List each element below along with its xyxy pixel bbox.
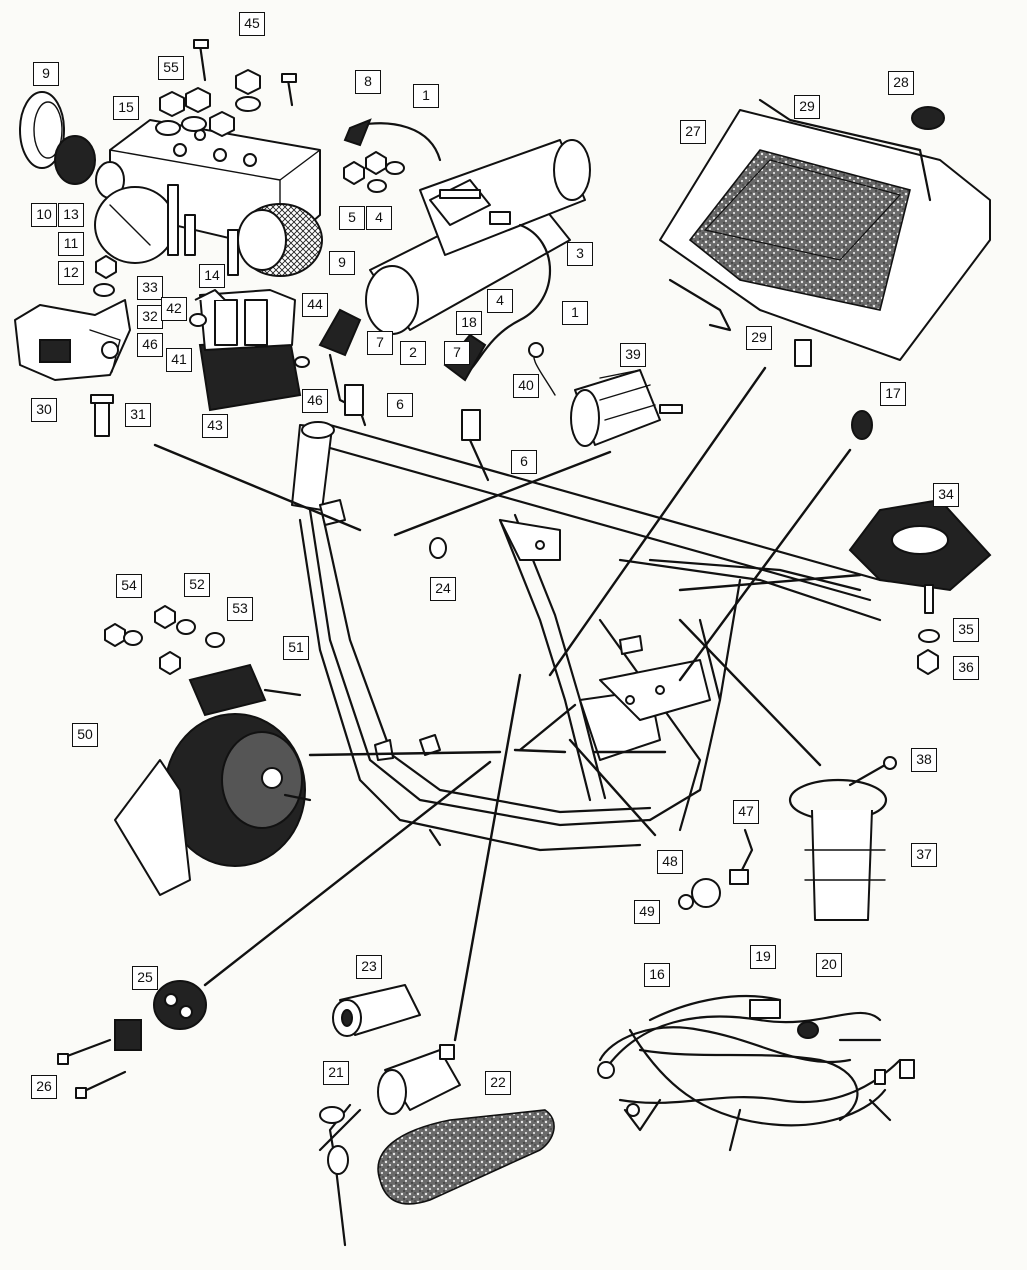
- washer-24: [429, 537, 447, 559]
- callout-6b: 6: [511, 450, 537, 474]
- grommet-28: [911, 106, 945, 130]
- callout-46: 46: [137, 333, 163, 357]
- callout-24: 24: [430, 577, 456, 601]
- condenser: [528, 342, 683, 447]
- callout-13: 13: [58, 203, 84, 227]
- horn-assembly: [104, 605, 312, 896]
- callout-35: 35: [953, 618, 979, 642]
- callout-26: 26: [31, 1075, 57, 1099]
- callout-18: 18: [456, 311, 482, 335]
- callout-7b: 7: [444, 341, 470, 365]
- callout-8: 8: [355, 70, 381, 94]
- callout-32: 32: [137, 305, 163, 329]
- callout-1b: 1: [562, 301, 588, 325]
- callout-1: 1: [413, 84, 439, 108]
- callout-4b: 4: [487, 289, 513, 313]
- callout-12: 12: [58, 261, 84, 285]
- callout-53: 53: [227, 597, 253, 621]
- callout-48: 48: [657, 850, 683, 874]
- ignition-coils: [318, 118, 591, 482]
- leader-lines: [153, 366, 862, 1042]
- battery-carrier: [659, 98, 991, 367]
- callout-41: 41: [166, 348, 192, 372]
- callout-49: 49: [634, 900, 660, 924]
- callout-14: 14: [199, 264, 225, 288]
- callout-45: 45: [239, 12, 265, 36]
- harness-connectors: [597, 999, 915, 1117]
- callout-44: 44: [302, 293, 328, 317]
- callout-38: 38: [911, 748, 937, 772]
- callout-10: 10: [31, 203, 57, 227]
- lock-barrel-23: [332, 984, 421, 1037]
- callout-51: 51: [283, 636, 309, 660]
- callout-9b: 9: [329, 251, 355, 275]
- switch-47-49: [678, 828, 754, 910]
- callout-17: 17: [880, 382, 906, 406]
- callout-20: 20: [816, 953, 842, 977]
- callout-15: 15: [113, 96, 139, 120]
- callout-11: 11: [58, 232, 84, 256]
- callout-9: 9: [33, 62, 59, 86]
- callout-25: 25: [132, 966, 158, 990]
- callout-39: 39: [620, 343, 646, 367]
- callout-47: 47: [733, 800, 759, 824]
- callout-23: 23: [356, 955, 382, 979]
- frame: [291, 421, 882, 852]
- callout-3: 3: [567, 242, 593, 266]
- callout-27: 27: [680, 120, 706, 144]
- callout-50: 50: [72, 723, 98, 747]
- switch-25-26: [57, 980, 207, 1099]
- callout-19: 19: [750, 945, 776, 969]
- callout-36: 36: [953, 656, 979, 680]
- callout-43: 43: [202, 414, 228, 438]
- callout-46b: 46: [302, 389, 328, 413]
- callout-30: 30: [31, 398, 57, 422]
- callout-2: 2: [400, 341, 426, 365]
- rubber-cover-22: [377, 1109, 555, 1205]
- callout-34: 34: [933, 483, 959, 507]
- callout-5: 5: [339, 206, 365, 230]
- callout-7: 7: [367, 331, 393, 355]
- clip-37-38: [788, 756, 897, 921]
- regulator-assembly: [189, 289, 310, 412]
- callout-54: 54: [116, 574, 142, 598]
- callout-33: 33: [137, 276, 163, 300]
- callout-29: 29: [794, 95, 820, 119]
- callout-42: 42: [161, 297, 187, 321]
- callout-52: 52: [184, 573, 210, 597]
- callout-22: 22: [485, 1071, 511, 1095]
- callout-21: 21: [323, 1061, 349, 1085]
- rectifier: [848, 498, 992, 675]
- ignition-switch-21: [318, 1044, 461, 1247]
- callout-37: 37: [911, 843, 937, 867]
- callout-40: 40: [513, 374, 539, 398]
- callout-29b: 29: [746, 326, 772, 350]
- callout-4: 4: [366, 206, 392, 230]
- callout-31: 31: [125, 403, 151, 427]
- callout-16: 16: [644, 963, 670, 987]
- grommet-17: [851, 410, 873, 440]
- callout-28: 28: [888, 71, 914, 95]
- headlamp-bracket-assembly: [19, 39, 323, 297]
- switch-assembly: [14, 299, 131, 437]
- wiring-harness: [598, 994, 902, 1152]
- callout-55: 55: [158, 56, 184, 80]
- callout-6: 6: [387, 393, 413, 417]
